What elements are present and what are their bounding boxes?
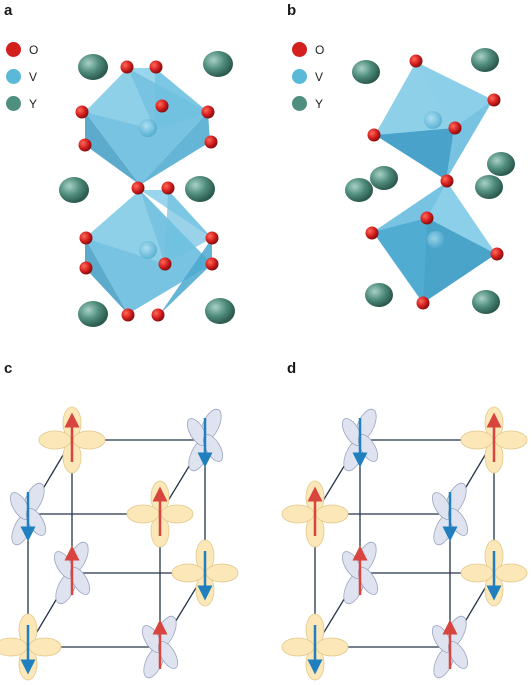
oxygen-atom <box>158 257 172 271</box>
vanadium-atom <box>427 231 445 249</box>
legend-label-o: O <box>315 42 325 57</box>
legend-item-y: Y <box>292 90 324 117</box>
legend-label-v: V <box>315 69 324 84</box>
legend-label-v: V <box>29 69 38 84</box>
legend-item-o: O <box>6 36 38 63</box>
legend-item-v: V <box>6 63 38 90</box>
oxygen-atom <box>490 247 504 261</box>
panel-label-c: c <box>4 360 13 377</box>
vanadium-atom <box>139 241 157 259</box>
oxygen-swatch <box>6 42 21 57</box>
orbital-yellow <box>0 613 62 681</box>
cube-edges <box>314 439 495 648</box>
oxygen-atom <box>201 105 215 119</box>
oxygen-atom <box>409 54 423 68</box>
legend-item-y: Y <box>6 90 38 117</box>
oxygen-atom <box>416 296 430 310</box>
oxygen-atom <box>440 174 454 188</box>
oxygen-atom <box>149 60 163 74</box>
panel-label-b: b <box>287 2 297 19</box>
legend-label-o: O <box>29 42 39 57</box>
oxygen-atom <box>155 99 169 113</box>
oxygen-atom <box>78 138 92 152</box>
vanadium-atom <box>424 111 442 129</box>
oxygen-atom <box>365 226 379 240</box>
oxygen-atom <box>151 308 165 322</box>
vanadium-swatch <box>6 69 21 84</box>
cube-edges <box>27 439 206 648</box>
oxygen-atom <box>131 181 145 195</box>
yttrium-atom <box>475 175 503 199</box>
oxygen-atom <box>448 121 462 135</box>
panel-d-lattice <box>281 405 528 682</box>
yttrium-atoms <box>59 51 235 327</box>
oxygen-atom <box>367 128 381 142</box>
oxygen-atom <box>420 211 434 225</box>
legend-a: O V Y <box>6 36 38 117</box>
panel-b-structure <box>345 48 515 314</box>
oxygen-atom <box>205 231 219 245</box>
yttrium-swatch <box>292 96 307 111</box>
yttrium-atom <box>78 54 108 80</box>
yttrium-atom <box>365 283 393 307</box>
vanadium-atom <box>139 119 157 137</box>
panel-a-structure <box>59 51 235 327</box>
yttrium-atom <box>472 290 500 314</box>
oxygen-atom <box>75 105 89 119</box>
legend-label-y: Y <box>29 96 38 111</box>
panel-label-a: a <box>4 2 13 19</box>
yttrium-atom <box>352 60 380 84</box>
vanadium-swatch <box>292 69 307 84</box>
legend-b: O V Y <box>292 36 324 117</box>
yttrium-atom <box>203 51 233 77</box>
oxygen-atom <box>79 231 93 245</box>
yttrium-atom <box>185 176 215 202</box>
oxygen-atom <box>121 308 135 322</box>
oxygen-swatch <box>292 42 307 57</box>
oxygen-atoms <box>365 54 504 310</box>
yttrium-atom <box>370 166 398 190</box>
yttrium-atom <box>487 152 515 176</box>
legend-label-y: Y <box>315 96 324 111</box>
oxygen-atom <box>487 93 501 107</box>
legend-item-v: V <box>292 63 324 90</box>
oxygen-atom <box>161 181 175 195</box>
yttrium-atom <box>59 177 89 203</box>
yttrium-atom <box>205 298 235 324</box>
yttrium-atom <box>78 301 108 327</box>
yttrium-atom <box>471 48 499 72</box>
oxygen-atom <box>120 60 134 74</box>
oxygen-atom <box>205 257 219 271</box>
yttrium-swatch <box>6 96 21 111</box>
legend-item-o: O <box>292 36 324 63</box>
oxygen-atoms <box>75 60 219 322</box>
panel-c-lattice <box>0 405 239 682</box>
oxygen-atom <box>204 135 218 149</box>
oxygen-atom <box>79 261 93 275</box>
yttrium-atoms <box>345 48 515 314</box>
panel-label-d: d <box>287 360 297 377</box>
yttrium-atom <box>345 178 373 202</box>
